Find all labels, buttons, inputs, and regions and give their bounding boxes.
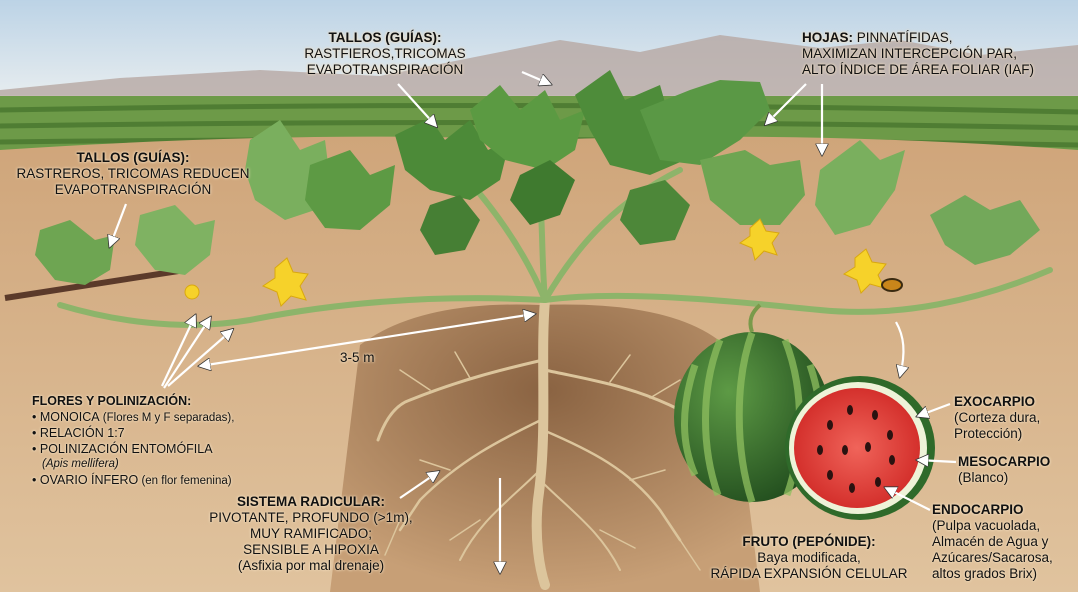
sistema-title: SISTEMA RADICULAR: [196,494,426,510]
sistema-line: PIVOTANTE, PROFUNDO (>1m), [196,510,426,526]
tallos-left-label: TALLOS (GUÍAS): RASTREROS, TRICOMAS REDU… [8,150,258,198]
flores-item: OVARIO ÍNFERO (en flor femenina) [32,473,282,490]
endocarpio-line: Azúcares/Sacarosa, [932,550,1076,566]
tallos-top-title: TALLOS (GUÍAS): [300,30,470,46]
hojas-title: HOJAS: [802,30,853,45]
mesocarpio-label: MESOCARPIO (Blanco) [958,454,1074,486]
flores-item: MONOICA (Flores M y F separadas), [32,410,282,427]
endocarpio-title: ENDOCARPIO [932,502,1076,518]
endocarpio-label: ENDOCARPIO (Pulpa vacuolada, Almacén de … [932,502,1076,582]
mesocarpio-line: (Blanco) [958,470,1074,486]
exocarpio-title: EXOCARPIO [954,394,1074,410]
hojas-title-rest: PINNATÍFIDAS, [853,30,953,45]
flores-title: FLORES Y POLINIZACIÓN: [32,394,282,410]
flores-list: MONOICA (Flores M y F separadas), RELACI… [32,410,282,490]
tallos-left-line: EVAPOTRANSPIRACIÓN [8,182,258,198]
tallos-left-line: RASTREROS, TRICOMAS REDUCEN [8,166,258,182]
cut-watermelon [785,376,935,520]
tallos-top-line: RASTFIEROS,TRICOMAS [300,46,470,62]
flores-label: FLORES Y POLINIZACIÓN: MONOICA (Flores M… [32,394,282,489]
hojas-line: ALTO ÍNDICE DE ÁREA FOLIAR (IAF) [802,62,1062,78]
endocarpio-line: altos grados Brix) [932,566,1076,582]
exocarpio-line: (Corteza dura, [954,410,1074,426]
hojas-label: HOJAS: PINNATÍFIDAS, MAXIMIZAN INTERCEPC… [802,30,1062,78]
sistema-line: MUY RAMIFICADO; [196,526,426,542]
length-measure: 3-5 m [340,350,375,366]
sistema-line: (Asfixia por mal drenaje) [196,558,426,574]
tallos-top-line: EVAPOTRANSPIRACIÓN [300,62,470,78]
sistema-line: SENSIBLE A HIPOXIA [196,542,426,558]
fruto-title: FRUTO (PEPÓNIDE): [694,534,924,550]
flores-species: (Apis mellifera) [32,457,282,473]
endocarpio-line: Almacén de Agua y [932,534,1076,550]
endocarpio-line: (Pulpa vacuolada, [932,518,1076,534]
tallos-left-title: TALLOS (GUÍAS): [8,150,258,166]
mesocarpio-title: MESOCARPIO [958,454,1074,470]
fruto-line: RÁPIDA EXPANSIÓN CELULAR [694,566,924,582]
fruto-line: Baya modificada, [694,550,924,566]
flores-item: POLINIZACIÓN ENTOMÓFILA [32,442,282,458]
flores-item: RELACIÓN 1:7 [32,426,282,442]
exocarpio-label: EXOCARPIO (Corteza dura, Protección) [954,394,1074,442]
bee [882,279,902,291]
sistema-radicular-label: SISTEMA RADICULAR: PIVOTANTE, PROFUNDO (… [196,494,426,574]
exocarpio-line: Protección) [954,426,1074,442]
fruto-label: FRUTO (PEPÓNIDE): Baya modificada, RÁPID… [694,534,924,582]
tallos-top-label: TALLOS (GUÍAS): RASTFIEROS,TRICOMAS EVAP… [300,30,470,78]
hojas-line: MAXIMIZAN INTERCEPCIÓN PAR, [802,46,1062,62]
